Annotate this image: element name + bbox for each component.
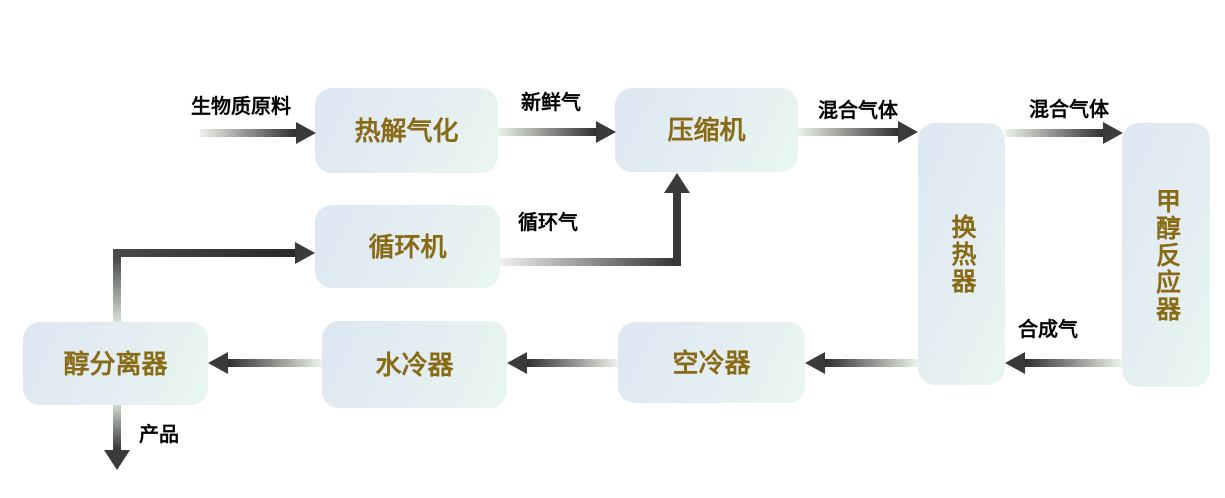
box-compressor-label: 压缩机 (667, 115, 746, 145)
box-air-cooler-label: 空冷器 (672, 347, 751, 378)
arrow-reactor-to-heatexchanger-head (1005, 352, 1025, 374)
arrow-heatexchanger-to-aircooler-head (805, 352, 825, 374)
arrow-aircooler-to-watercooler-head (507, 352, 527, 374)
box-pyrolysis: 热解气化 (315, 88, 498, 173)
arrow-circulator-to-compressor-vshaft (673, 191, 681, 266)
box-pyrolysis-label: 热解气化 (354, 115, 459, 146)
box-circulator: 循环机 (315, 205, 500, 288)
arrow-heatexchanger-to-reactor-head (1103, 122, 1123, 144)
arrow-heatexchanger-to-aircooler-shaft (825, 359, 918, 367)
arrow-watercooler-to-separator-head (208, 352, 228, 374)
arrow-compressor-to-heatexchanger-head (898, 121, 918, 143)
box-air-cooler: 空冷器 (618, 322, 805, 403)
arrow-separator-to-product-head (104, 450, 130, 470)
box-methanol-reactor: 甲醇反应器 (1122, 123, 1210, 387)
box-circulator-label: 循环机 (368, 231, 447, 262)
arrow-compressor-to-heatexchanger-shaft (798, 128, 899, 136)
flow-label-biomass-feed: 生物质原料 (191, 96, 291, 118)
box-separator-label: 醇分离器 (63, 348, 168, 379)
arrow-pyrolysis-to-compressor-head (596, 121, 616, 143)
flow-label-fresh-gas: 新鲜气 (521, 92, 581, 114)
arrow-separator-to-circulator-head (295, 242, 315, 264)
arrow-heatexchanger-to-reactor-shaft (1005, 129, 1104, 137)
box-separator: 醇分离器 (23, 322, 208, 405)
box-methanol-reactor-label: 甲醇反应器 (1152, 187, 1181, 323)
arrow-separator-to-circulator-hshaft (113, 249, 296, 257)
arrow-circulator-to-compressor-hshaft (500, 258, 681, 266)
box-heat-exchanger-label: 换热器 (948, 213, 976, 295)
box-compressor: 压缩机 (615, 88, 798, 172)
flow-label-product: 产品 (139, 424, 179, 446)
arrow-pyrolysis-to-compressor-shaft (498, 128, 597, 136)
flow-label-recycle-gas: 循环气 (518, 212, 578, 234)
arrow-aircooler-to-watercooler-shaft (527, 359, 618, 367)
arrow-feed-to-pyrolysis-head (296, 122, 316, 144)
arrow-watercooler-to-separator-shaft (228, 359, 322, 367)
flow-label-mixed-gas-right: 混合气体 (1029, 99, 1109, 121)
box-water-cooler: 水冷器 (322, 321, 507, 408)
flow-label-mixed-gas-top: 混合气体 (818, 100, 898, 122)
box-heat-exchanger: 换热器 (918, 123, 1005, 385)
arrow-separator-to-product-shaft (113, 405, 121, 452)
box-water-cooler-label: 水冷器 (375, 349, 454, 380)
arrow-reactor-to-heatexchanger-shaft (1025, 359, 1122, 367)
arrow-separator-to-circulator-vshaft (113, 249, 121, 322)
arrow-circulator-to-compressor-head (664, 173, 690, 193)
arrow-feed-to-pyrolysis-shaft (200, 129, 297, 137)
flow-label-syngas: 合成气 (1018, 319, 1078, 341)
